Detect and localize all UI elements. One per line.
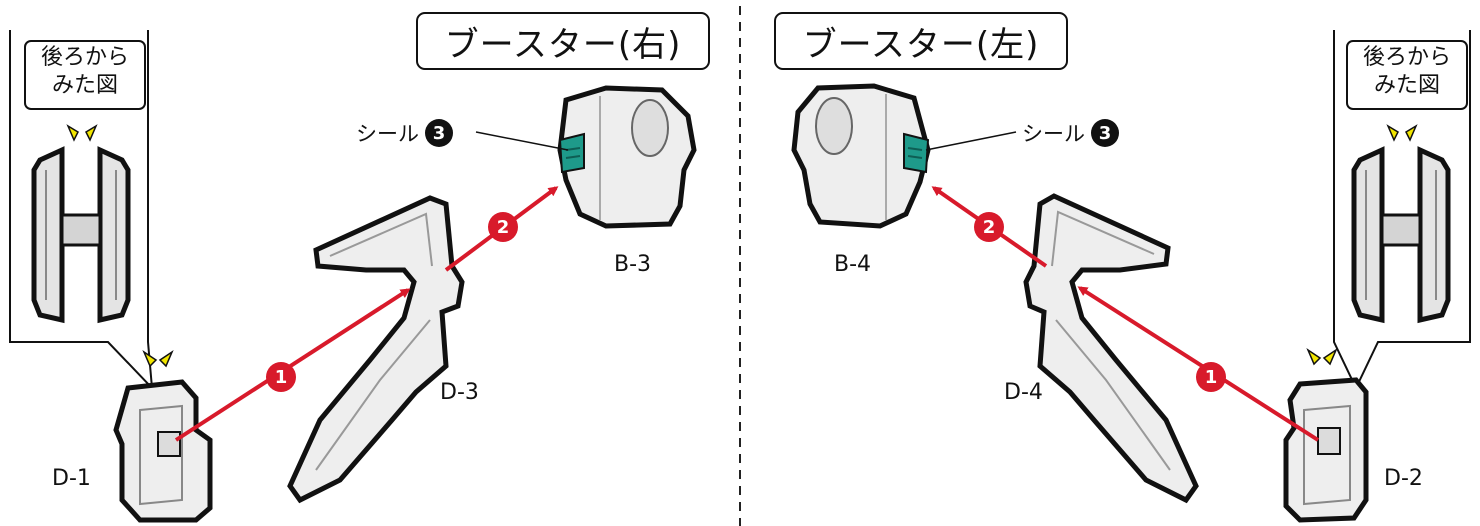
- d2-markers: [1306, 347, 1338, 366]
- d2-rear-markers: [1386, 124, 1418, 142]
- part-label-d3: D-3: [440, 380, 479, 405]
- step-1-left: 1: [266, 362, 296, 392]
- d3-part: [287, 195, 465, 504]
- title-right-booster: ブースター(右): [416, 12, 710, 70]
- arrow-step1-left: [174, 288, 411, 442]
- seal-leader-right: [925, 131, 1017, 151]
- rear-view-left-line1: 後ろから: [40, 45, 129, 70]
- seal-label-right: シール 3: [1022, 118, 1119, 148]
- d1-rear-markers: [66, 124, 98, 142]
- step-2-left: 2: [488, 212, 518, 242]
- b3-part: [557, 85, 697, 229]
- b4-part: [791, 83, 931, 229]
- rear-view-left-line2: みた図: [51, 73, 118, 98]
- seal-number-left: 3: [425, 119, 453, 147]
- step-2-right: 2: [974, 212, 1004, 242]
- seal-label-left: シール 3: [356, 118, 453, 148]
- seal-3-left-booster: [903, 132, 930, 174]
- part-label-d4: D-4: [1004, 380, 1043, 405]
- d1-markers: [142, 349, 174, 368]
- rear-view-right-line1: 後ろから: [1362, 45, 1451, 70]
- part-label-b3: B-3: [614, 252, 652, 277]
- rear-view-label-right: 後ろから みた図: [1346, 40, 1468, 110]
- seal-number-right: 3: [1091, 119, 1119, 147]
- right-callout-outline: [1333, 30, 1471, 391]
- d4-part: [1023, 193, 1199, 504]
- d1-part: [113, 379, 213, 523]
- seal-label-right-text: シール: [1022, 122, 1085, 146]
- part-label-b4: B-4: [834, 252, 872, 277]
- d2-rear-view: [1351, 146, 1451, 324]
- rear-view-label-left: 後ろから みた図: [24, 40, 146, 110]
- part-label-d1: D-1: [52, 466, 91, 491]
- title-left-booster: ブースター(左): [774, 12, 1068, 70]
- d1-rear-view: [31, 146, 131, 324]
- seal-leader-left: [475, 131, 569, 151]
- left-callout-outline: [9, 30, 154, 391]
- rear-view-right-line2: みた図: [1373, 73, 1440, 98]
- part-label-d2: D-2: [1384, 466, 1423, 491]
- step-1-right: 1: [1196, 362, 1226, 392]
- seal-3-right-booster: [558, 132, 585, 174]
- d2-part: [1283, 377, 1369, 523]
- seal-label-left-text: シール: [356, 122, 419, 146]
- arrow-step1-right: [1077, 286, 1320, 442]
